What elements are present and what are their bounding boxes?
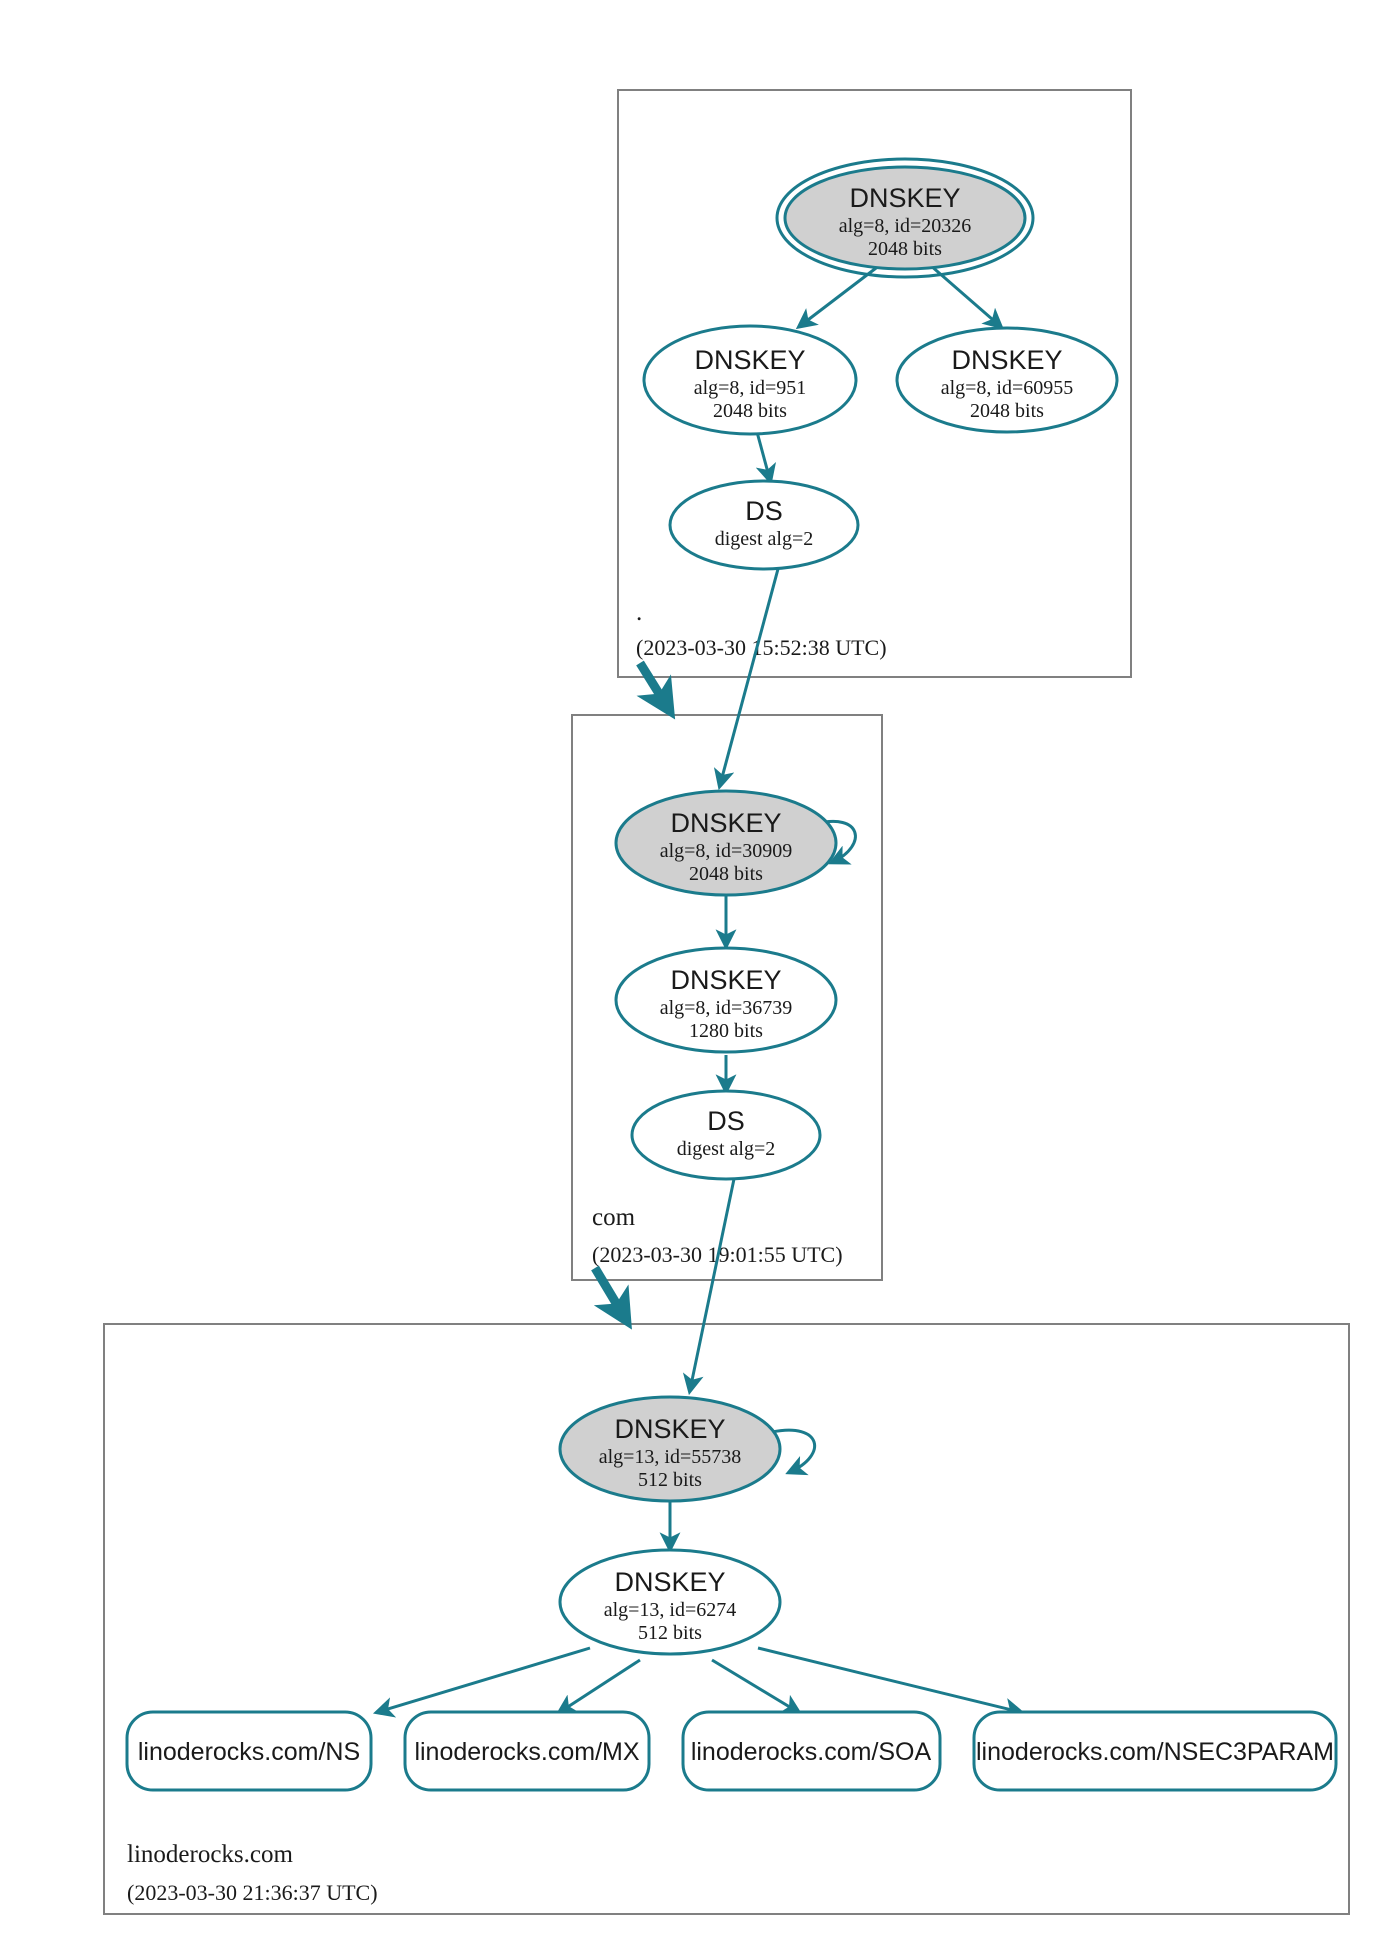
node-com-zsk-bits: 1280 bits (689, 1020, 763, 1042)
node-com-zsk[interactable]: DNSKEY alg=8, id=36739 1280 bits (614, 946, 838, 1054)
zone-com-label: com (592, 1204, 636, 1231)
rrset-node-nsec3param[interactable]: linoderocks.com/NSEC3PARAM (972, 1710, 1338, 1792)
rrset-nsec3param-box (972, 1710, 1338, 1792)
node-linoderocks-zsk-bits: 512 bits (638, 1622, 702, 1644)
node-root-ds-title: DS (745, 496, 783, 526)
rrset-nsec3param-label: linoderocks.com/NSEC3PARAM (976, 1738, 1334, 1766)
node-root-ksk-trust-anchor-ring (775, 157, 1035, 279)
node-root-zsk-951-bits: 2048 bits (713, 400, 787, 422)
node-root-ds-digest: digest alg=2 (715, 528, 814, 550)
node-linoderocks-zsk[interactable]: DNSKEY alg=13, id=6274 512 bits (558, 1548, 782, 1656)
edge-linoderocks-zsk-to-nsec3param (757, 1646, 1026, 1719)
zone-linoderocks-label: linoderocks.com (127, 1841, 293, 1868)
node-com-ds-ellipse (630, 1089, 822, 1181)
rrset-ns-label: linoderocks.com/NS (138, 1738, 360, 1766)
node-linoderocks-ksk[interactable]: DNSKEY alg=13, id=55738 512 bits (558, 1395, 782, 1503)
zone-root-timestamp: (2023-03-30 15:52:38 UTC) (636, 635, 887, 660)
node-root-ds-ellipse (668, 479, 860, 571)
node-com-ksk-title: DNSKEY (670, 808, 781, 838)
node-com-ksk[interactable]: DNSKEY alg=8, id=30909 2048 bits (614, 789, 838, 897)
edge-root-zsk951-to-ds (755, 431, 777, 486)
rrset-mx-label: linoderocks.com/MX (414, 1738, 639, 1766)
rrset-soa-box (681, 1710, 942, 1792)
node-root-zsk-60955-ellipse (895, 326, 1119, 434)
edge-zone-root-to-com (636, 660, 676, 720)
node-root-ksk-title: DNSKEY (849, 183, 960, 213)
node-linoderocks-ksk-title: DNSKEY (614, 1414, 725, 1444)
edge-linoderocks-zsk-to-mx (555, 1658, 641, 1715)
node-linoderocks-ksk-alg-id: alg=13, id=55738 (599, 1446, 742, 1468)
node-com-ksk-alg-id: alg=8, id=30909 (660, 840, 793, 862)
node-linoderocks-zsk-ellipse (558, 1548, 782, 1656)
node-com-zsk-title: DNSKEY (670, 965, 781, 995)
zone-linoderocks-timestamp: (2023-03-30 21:36:37 UTC) (127, 1880, 378, 1905)
zone-root: DNSKEY alg=8, id=20326 2048 bits DNSKEY … (617, 89, 1132, 678)
edge-com-ds-to-linoderocks-ksk (682, 1178, 736, 1396)
node-root-ksk[interactable]: DNSKEY alg=8, id=20326 2048 bits (775, 157, 1035, 279)
rrset-node-soa[interactable]: linoderocks.com/SOA (681, 1710, 942, 1792)
node-com-ds-digest: digest alg=2 (677, 1138, 776, 1160)
node-linoderocks-zsk-alg-id: alg=13, id=6274 (604, 1599, 737, 1621)
node-root-ksk-bits: 2048 bits (868, 238, 942, 260)
rrset-node-mx[interactable]: linoderocks.com/MX (403, 1710, 651, 1792)
node-com-zsk-ellipse (614, 946, 838, 1054)
node-com-ksk-bits: 2048 bits (689, 863, 763, 885)
node-root-zsk-951-alg-id: alg=8, id=951 (694, 377, 807, 399)
node-root-zsk-60955-alg-id: alg=8, id=60955 (941, 377, 1074, 399)
node-root-zsk-60955-title: DNSKEY (951, 345, 1062, 375)
edge-linoderocks-zsk-to-soa (711, 1658, 803, 1715)
zone-com: DNSKEY alg=8, id=30909 2048 bits DNSKEY … (571, 568, 883, 1281)
node-root-ksk-alg-id: alg=8, id=20326 (839, 215, 972, 237)
edge-linoderocks-zsk-to-ns (372, 1646, 591, 1718)
zone-root-label: . (636, 599, 642, 626)
node-linoderocks-ksk-bits: 512 bits (638, 1469, 702, 1491)
node-com-zsk-alg-id: alg=8, id=36739 (660, 997, 793, 1019)
node-com-ds[interactable]: DS digest alg=2 (630, 1089, 822, 1181)
node-root-zsk-951-ellipse (642, 324, 858, 436)
rrset-node-ns[interactable]: linoderocks.com/NS (125, 1710, 373, 1792)
node-root-zsk-60955[interactable]: DNSKEY alg=8, id=60955 2048 bits (895, 326, 1119, 434)
rrset-mx-box (403, 1710, 651, 1792)
rrset-ns-box (125, 1710, 373, 1792)
zone-linoderocks: DNSKEY alg=13, id=55738 512 bits DNSKEY … (103, 1178, 1350, 1915)
node-com-ds-title: DS (707, 1106, 745, 1136)
node-root-zsk-60955-bits: 2048 bits (970, 400, 1044, 422)
node-linoderocks-zsk-title: DNSKEY (614, 1567, 725, 1597)
edge-zone-com-to-linoderocks (591, 1265, 632, 1330)
edge-linoderocks-ksk-selfsign (771, 1428, 817, 1476)
edge-root-ds-to-com-ksk (713, 568, 780, 791)
node-root-ds[interactable]: DS digest alg=2 (668, 479, 860, 571)
node-linoderocks-ksk-ellipse (558, 1395, 782, 1503)
node-root-ksk-ellipse (783, 165, 1027, 271)
rrset-soa-label: linoderocks.com/SOA (691, 1738, 932, 1766)
node-root-zsk-951[interactable]: DNSKEY alg=8, id=951 2048 bits (642, 324, 858, 436)
node-com-ksk-ellipse (614, 789, 838, 897)
node-root-zsk-951-title: DNSKEY (694, 345, 805, 375)
